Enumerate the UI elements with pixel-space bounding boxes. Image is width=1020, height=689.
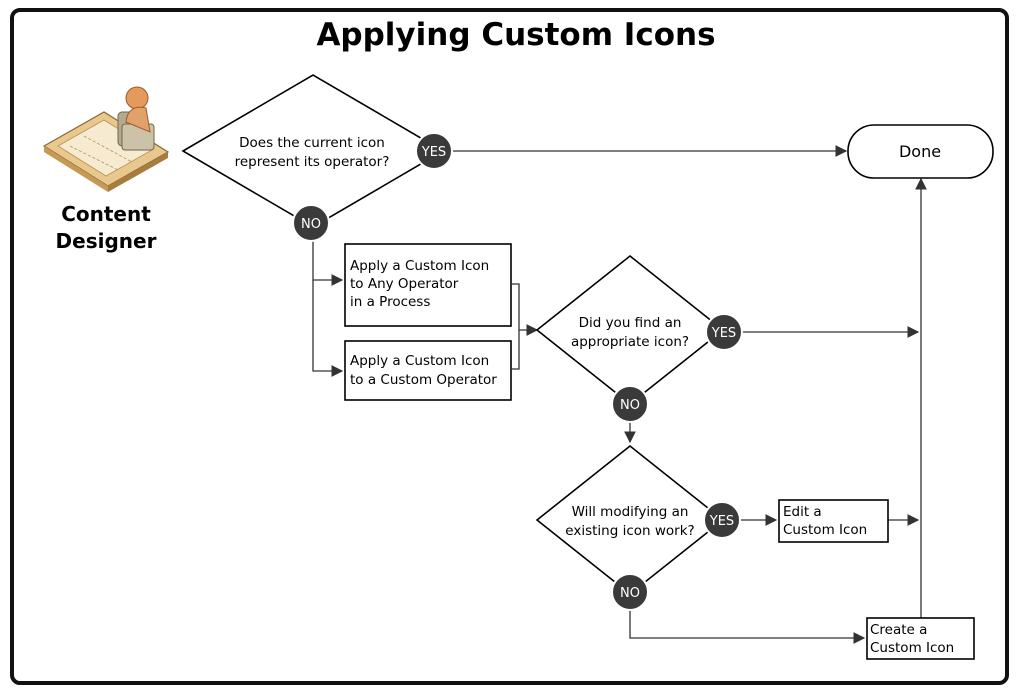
badge-yes-1: YES	[415, 132, 453, 170]
svg-text:YES: YES	[709, 514, 734, 529]
decision-modify-icon-line1: Will modifying an	[572, 504, 689, 520]
content-designer-icon	[42, 86, 170, 192]
box-edit-icon-line1: Edit a	[783, 504, 822, 520]
badge-no-1: NO	[292, 204, 330, 242]
role-label-line2: Designer	[56, 229, 157, 253]
badge-no-3: NO	[611, 573, 649, 611]
svg-text:NO: NO	[301, 217, 321, 232]
decision-found-icon: Did you find an appropriate icon?	[535, 254, 725, 406]
diagram-frame	[10, 8, 1009, 685]
decision-current-icon-line1: Does the current icon	[239, 135, 385, 151]
svg-text:YES: YES	[421, 145, 446, 160]
decision-found-icon-line1: Did you find an	[579, 315, 682, 331]
terminal-done: Done	[847, 124, 994, 179]
box-create-icon-line1: Create a	[870, 622, 927, 638]
box-create-icon: Create a Custom Icon	[866, 617, 975, 660]
box-create-icon-line2: Custom Icon	[870, 640, 954, 656]
decision-modify-icon-line2: existing icon work?	[565, 523, 694, 539]
box-edit-icon-line2: Custom Icon	[783, 522, 867, 538]
badge-yes-2: YES	[705, 313, 743, 351]
decision-modify-icon: Will modifying an existing icon work?	[535, 444, 725, 596]
decision-found-icon-line2: appropriate icon?	[571, 334, 689, 350]
svg-text:NO: NO	[620, 586, 640, 601]
connectors	[312, 145, 927, 644]
role-label-line1: Content	[61, 202, 151, 226]
badge-no-2: NO	[611, 385, 649, 423]
connector-custom-operator-to-found	[512, 330, 520, 370]
connector-modify-no-to-create	[629, 608, 866, 644]
svg-text:NO: NO	[620, 398, 640, 413]
decision-current-icon-line2: represent its operator?	[235, 154, 390, 170]
box-any-operator-line3: in a Process	[350, 294, 430, 310]
diagram-title: Applying Custom Icons	[316, 17, 715, 53]
svg-text:YES: YES	[711, 326, 736, 341]
box-any-operator: Apply a Custom Icon to Any Operator in a…	[344, 243, 512, 327]
box-custom-operator: Apply a Custom Icon to a Custom Operator	[344, 340, 512, 401]
box-edit-icon: Edit a Custom Icon	[778, 499, 889, 543]
box-any-operator-line1: Apply a Custom Icon	[350, 258, 489, 274]
box-any-operator-line2: to Any Operator	[350, 276, 459, 292]
box-custom-operator-line2: to a Custom Operator	[350, 372, 497, 388]
box-custom-operator-line1: Apply a Custom Icon	[350, 353, 489, 369]
connector-current-no-to-custom-operator	[312, 280, 344, 377]
connector-any-operator-to-found	[512, 283, 539, 336]
badge-yes-3: YES	[703, 501, 741, 539]
terminal-done-label: Done	[899, 142, 941, 161]
decision-current-icon: Does the current icon represent its oper…	[181, 74, 445, 228]
